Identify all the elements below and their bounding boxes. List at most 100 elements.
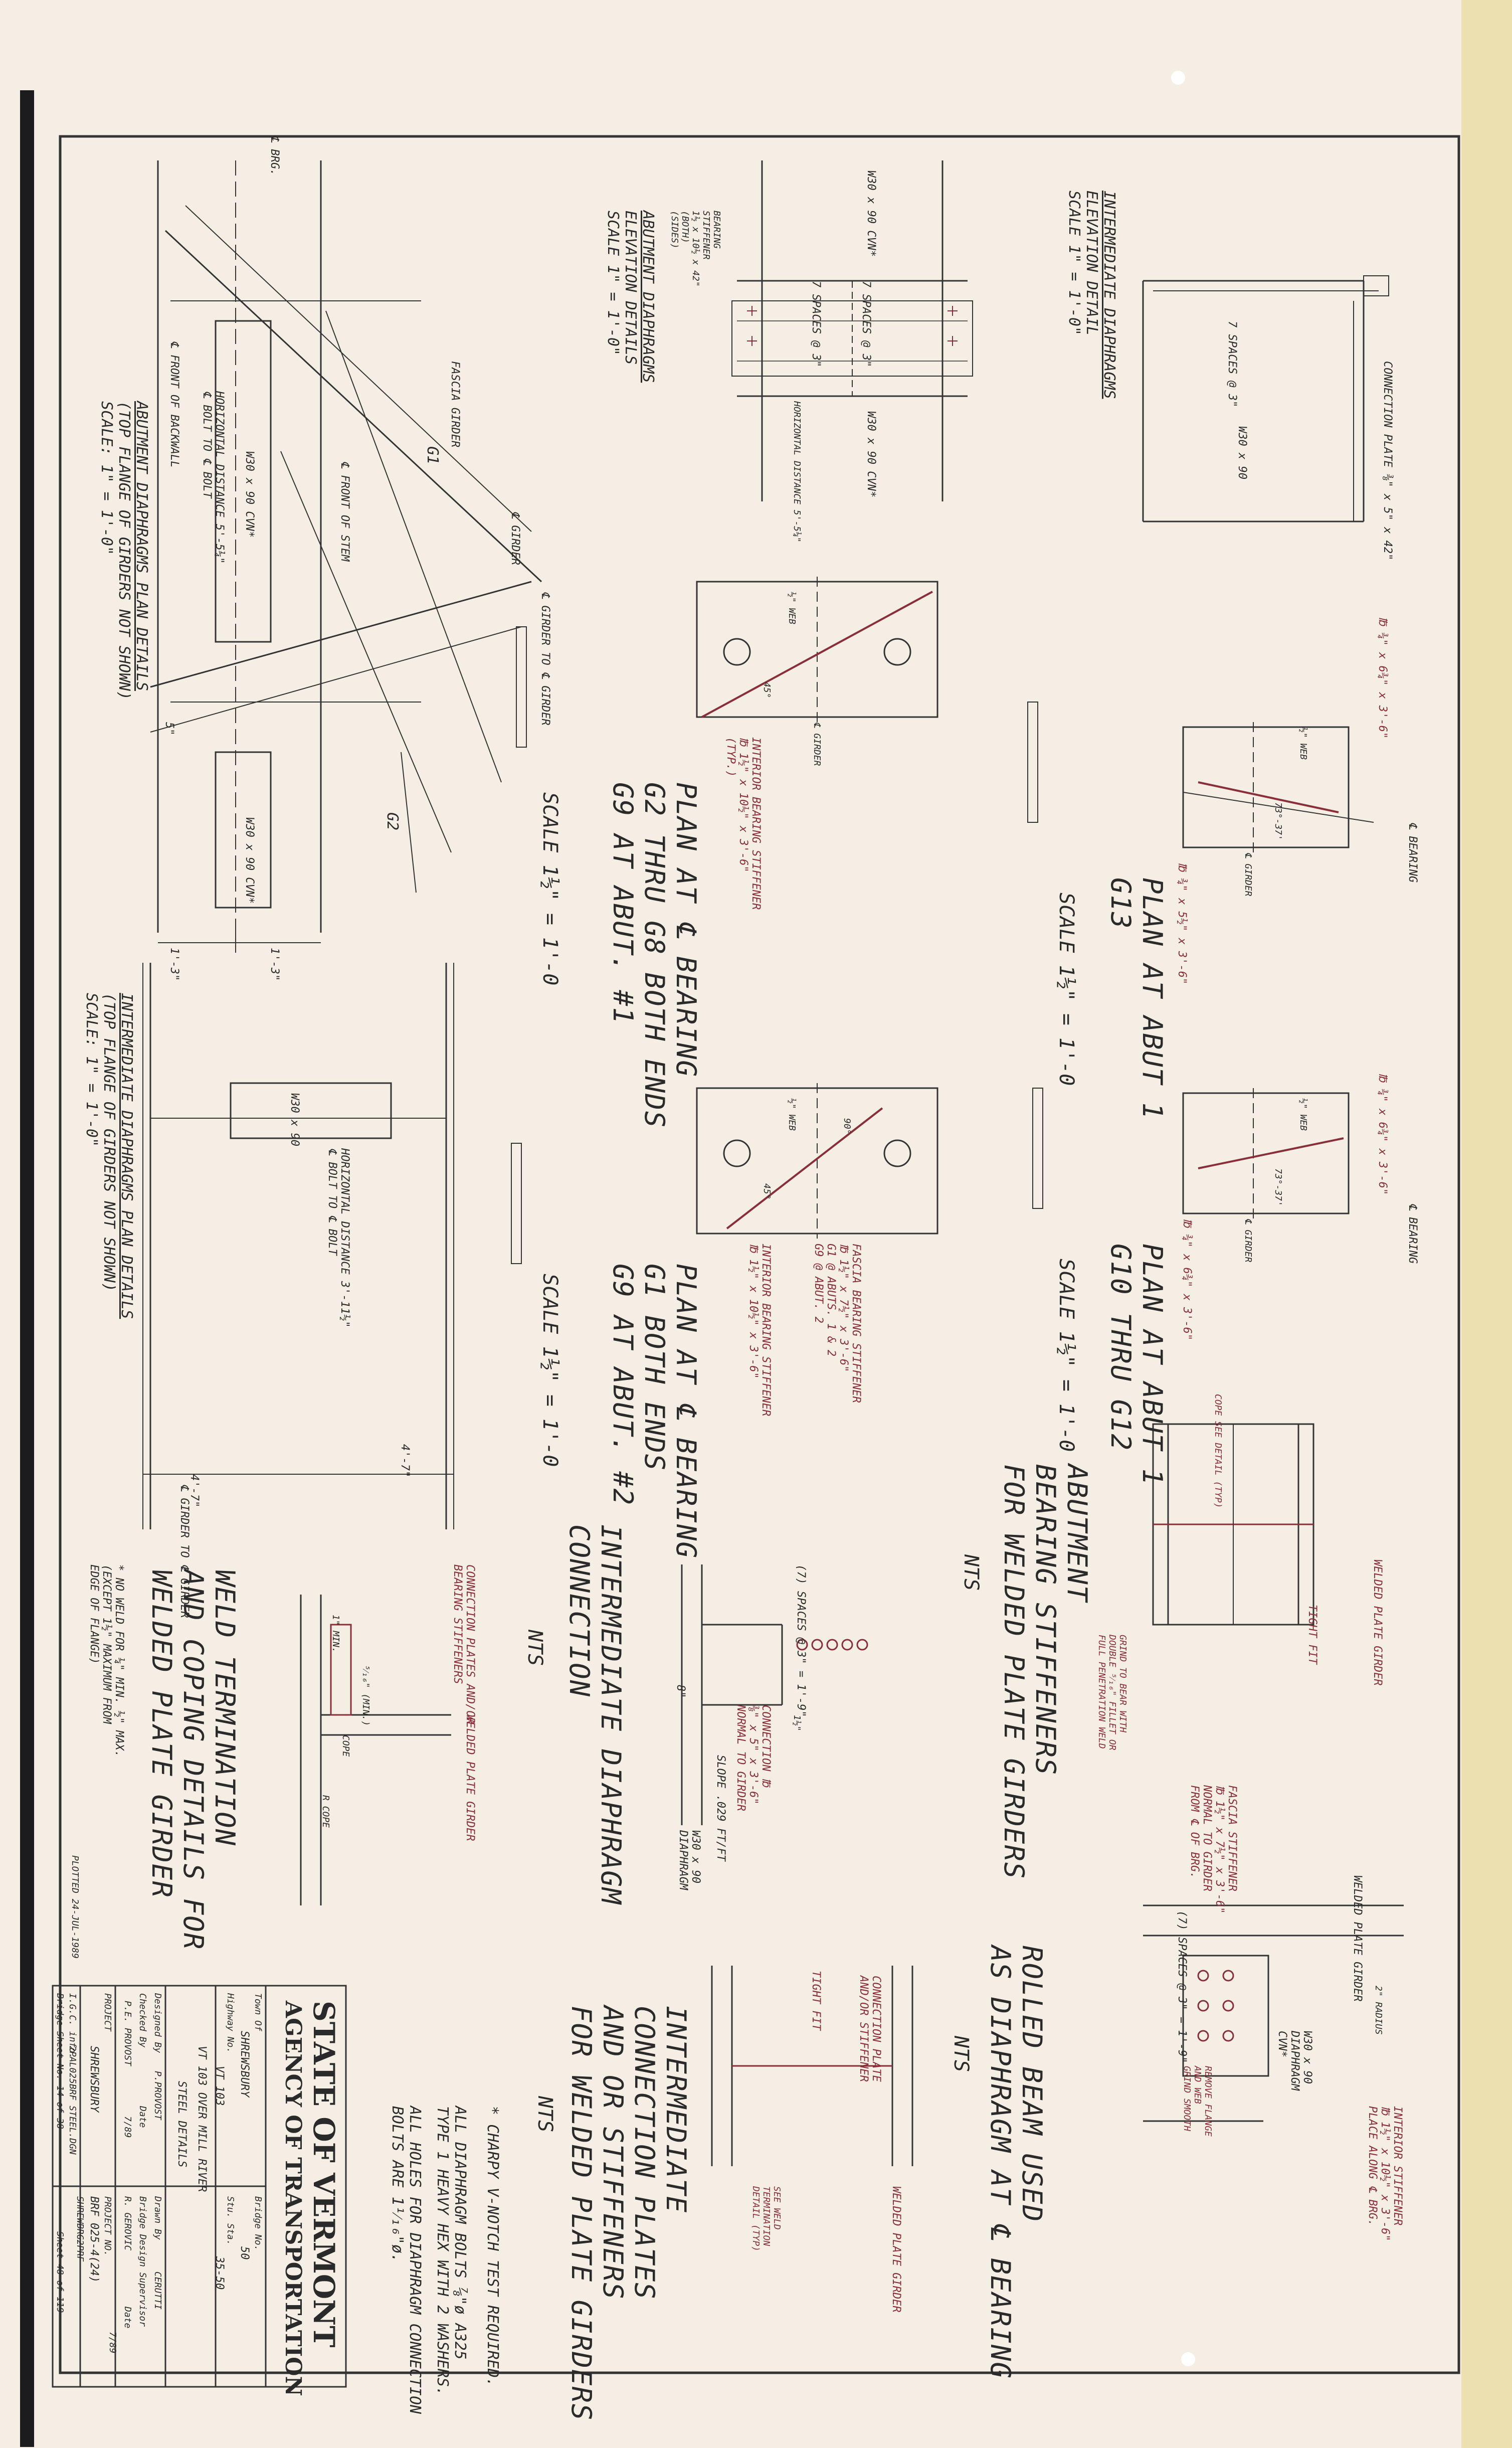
title-line-3: G9 AT ABUT. #2	[607, 1264, 639, 1506]
title-line-3: AND OR STIFFENERS	[597, 2006, 629, 2300]
label-line-2: DOUBLE ⁵⁄₁₆" FILLET OR	[1107, 1635, 1117, 1751]
girder-g13-label: ℄ GIRDER	[1243, 852, 1253, 897]
welded-plate-girder-label-4: WELDED PLATE GIRDER	[464, 1715, 476, 1841]
interior-bearing-stiffener-label: INTERIOR BEARING STIFFENER ℔ 1½" x 10½" …	[724, 737, 762, 910]
label-line-3: NORMAL TO GIRDER	[734, 1705, 747, 1811]
checked-label: Checked By	[137, 1993, 148, 2048]
title-line-2: ELEVATION DETAILS	[622, 211, 639, 365]
half-web-label: ½" WEB	[787, 592, 797, 625]
brg-label: ℄ BRG.	[268, 135, 281, 176]
left-tape-strip	[20, 90, 34, 2447]
dim-8-label: 8"	[674, 1685, 687, 1698]
w30-plan-label: W30 x 90	[288, 1093, 301, 1146]
angle-90-label: 90°	[842, 1118, 852, 1135]
welded-plate-girder-label: WELDED PLATE GIRDER	[1371, 1559, 1384, 1686]
note-line-2: (EXCEPT 1½" MAXIMUM FROM	[100, 1564, 113, 1724]
label-line-4: G9 @ ABUT. 2	[812, 1244, 825, 1323]
label-line-1: HORIZONTAL DISTANCE 5'-5¼"	[213, 391, 226, 564]
town-value: SHREWSBURY	[238, 2031, 251, 2097]
checked-value: P.E. PROVOST	[122, 2001, 133, 2066]
punch-hole	[1171, 71, 1185, 85]
intermediate-plan-title: INTERMEDIATE DIAPHRAGMS PLAN DETAILS (TO…	[83, 993, 135, 1319]
label-line-1: W30 x 90	[689, 1830, 702, 1883]
girder-label: ℄ GIRDER	[509, 511, 521, 565]
weld-note: * NO WELD FOR ¼" MIN. ½" MAX. (EXCEPT 1½…	[88, 1564, 125, 1757]
bridge-no-label: Bridge No.	[253, 2196, 263, 2251]
note-3: TYPE 1 HEAVY HEX WITH 2 WASHERS.	[434, 2106, 451, 2396]
plan-g13-drawing	[1182, 722, 1374, 852]
designed-value: P.PROVOST	[152, 2071, 163, 2120]
scale-bar	[511, 626, 1043, 1264]
bridge-sheet: Bridge Sheet No. 14 of 38	[55, 1993, 65, 2129]
note-1: * CHARPY V-NOTCH TEST REQUIRED.	[484, 2106, 501, 2387]
title-line-2: CONNECTION	[563, 1524, 595, 1698]
intermediate-plan-drawing	[142, 963, 454, 1529]
title-line-1: ABUTMENT DIAPHRAGMS	[639, 211, 657, 383]
label-line-2: ℔ 1½" x 10½" x 3'-6"	[747, 1244, 760, 1379]
label-line-4: FROM ℄ OF BRG.	[1188, 1785, 1201, 1879]
label-line-2: ℔ 1½" x 7½" x 3'-6"	[837, 1244, 850, 1372]
date-label-1: Date	[137, 2106, 148, 2128]
bearing-label-2: ℄ BEARING	[1406, 1203, 1419, 1264]
dim-1-5-label: 1½"	[792, 1715, 802, 1731]
label-line-1: FASCIA STIFFENER	[1226, 1785, 1238, 1891]
rolled-beam-title: ROLLED BEAM USED AS DIAPHRAGM AT ℄ BEARI…	[985, 1946, 1048, 2379]
title-line-2: G13	[1105, 878, 1137, 930]
plan-g13-title: PLAN AT ABUT 1 G13	[1105, 878, 1168, 1120]
w30-diaphragm-label-2: W30 x 90 DIAPHRAGM	[677, 1830, 702, 1890]
slope-label: SLOPE .029 FT/FT	[714, 1755, 727, 1861]
description-line-2: STEEL DETAILS	[175, 2081, 188, 2168]
file-value: 2PAL025BRF STEEL.DGN	[67, 2046, 78, 2155]
tight-fit-label-2: TIGHT FIT	[810, 1971, 822, 2031]
title-line-2: G1 BOTH ENDS	[639, 1264, 670, 1472]
bearing-label: ℄ BEARING	[1406, 822, 1419, 883]
radius-label: 2" RADIUS	[1373, 1986, 1384, 2035]
g2-label: G2	[384, 812, 401, 831]
half-web-label-3: ½" WEB	[1298, 727, 1308, 760]
bridge-no-value: 50	[238, 2246, 251, 2260]
label-line-2: ℄ BOLT TO ℄ BOLT	[326, 1148, 338, 1256]
girder-to-girder-int-label: ℄ GIRDER TO ℄ GIRDER	[178, 1484, 191, 1618]
plan-g10-g12-scale: SCALE 1½" = 1'-0	[1055, 1259, 1078, 1452]
intermediate-plates-title: INTERMEDIATE CONNECTION PLATES AND OR ST…	[565, 2006, 692, 2421]
seven-spaces-label: 7 SPACES @ 3"	[860, 281, 872, 368]
plan-g13-scale: SCALE 1½" = 1'-0	[1055, 893, 1078, 1086]
fascia-stiffener-label: FASCIA STIFFENER ℔ 1½" x 7½" x 3'-6" NOR…	[1188, 1785, 1238, 1913]
grind-label: GRIND TO BEAR WITH DOUBLE ⁵⁄₁₆" FILLET O…	[1096, 1635, 1128, 1751]
connection-plates-bearing-label: CONNECTION PLATES AND/OR BEARING STIFFEN…	[451, 1564, 476, 1724]
highway-value: VT 103	[213, 2066, 226, 2106]
title-line-4: FOR WELDED PLATE GIRDERS	[565, 2006, 597, 2421]
note-line-3: EDGE OF FLANGE)	[88, 1564, 100, 1664]
date-value-2: 7/89	[107, 2332, 118, 2354]
title-line-1: INTERMEDIATE	[660, 2006, 692, 2214]
w30-int-label: W30 x 90	[1236, 426, 1248, 479]
intermediate-plates-drawing	[711, 1966, 913, 2166]
abutment-plan-title: ABUTMENT DIAPHRAGMS PLAN DETAILS (TOP FL…	[98, 401, 150, 700]
see-weld-label: SEE WELD TERMINATION DETAIL (TYP)	[750, 2186, 782, 2251]
border-frame	[59, 135, 1460, 2374]
label-line-1: CONNECTION ℔	[760, 1705, 772, 1787]
sta-value: 35-50	[213, 2256, 226, 2290]
project-label: PROJECT	[102, 1993, 113, 2031]
label-line-3: FULL PENETRATION WELD	[1096, 1635, 1107, 1749]
label-line-2: ℔ 1½" x 10½" x 3'-6"	[1379, 2106, 1391, 2241]
front-backwall-label: ℄ FRONT OF BACKWALL	[168, 341, 180, 468]
sheet-number: Sheet 48 of 119	[55, 2231, 65, 2313]
intermediate-diaphragm-scale: NTS	[523, 1630, 546, 1666]
project-name: SHREWSBURY	[88, 2046, 100, 2113]
angle-45-label: 45°	[762, 682, 772, 698]
title-line-2: ELEVATION DETAIL	[1083, 191, 1100, 335]
label-line-1: BEARING	[711, 211, 722, 249]
title-line-3: SCALE 1" = 1'-0"	[1065, 191, 1083, 335]
dim-4-7-label: 4'-7"	[399, 1444, 411, 1478]
fascia-bearing-stiffener-label: FASCIA BEARING STIFFENER ℔ 1½" x 7½" x 3…	[812, 1244, 862, 1403]
supervisor-value: R. GEROVIC	[122, 2196, 133, 2251]
front-stem-label: ℄ FRONT OF STEM	[338, 461, 351, 562]
label-line-3: NORMAL TO GIRDER	[1201, 1785, 1213, 1891]
plotted-label: PLOTTED 24-JUL-1989	[70, 1855, 80, 1959]
label-line-2: ℔ 1½" x 10½" x 3'-6"	[737, 737, 749, 872]
label-line-1: REMOVE FLANGE	[1203, 2066, 1213, 2137]
welded-plate-girder-label-2: WELDED PLATE GIRDER	[1351, 1875, 1364, 2002]
label-line-2: DIAPHRAGM	[1288, 2031, 1301, 2091]
